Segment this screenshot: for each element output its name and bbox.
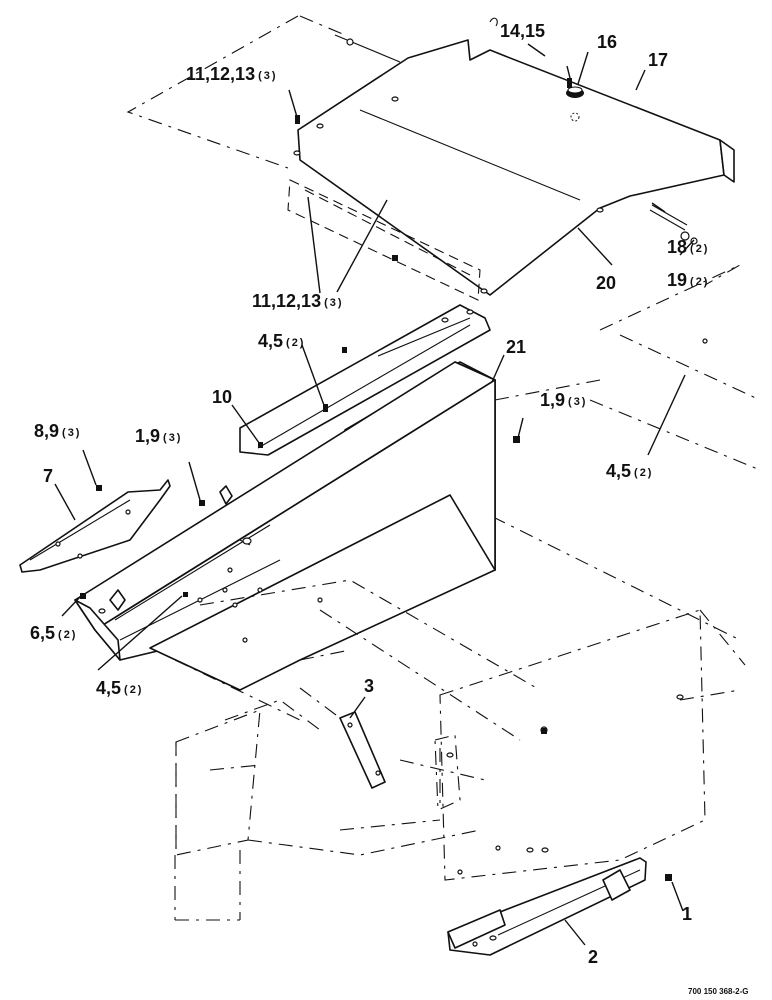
- support-arm-part-2: [447, 857, 672, 956]
- top-cover-shield: [126, 15, 735, 301]
- callout-7: 7: [43, 466, 53, 486]
- callout-1-bottom: 1: [682, 904, 692, 924]
- callout-16: 16: [597, 32, 617, 52]
- callout-2: 2: [588, 947, 598, 967]
- callout-14-15: 14,15: [500, 21, 545, 41]
- callout-labels: 14,15161711,12,13(3)18(2)19(2)2011,12,13…: [30, 21, 709, 967]
- callout-10: 10: [212, 387, 232, 407]
- callout-11-12-13-top: 11,12,13: [186, 64, 255, 84]
- callout-11-12-13-mid: 11,12,13: [252, 291, 321, 311]
- pin-and-clip: [599, 204, 741, 331]
- lower-base-plate: [149, 494, 541, 741]
- leader-lines: [54, 43, 695, 946]
- callout-qty-4-5-upper: (2): [286, 337, 305, 349]
- callout-8-9: 8,9: [34, 421, 59, 441]
- channel-part-10: [239, 304, 491, 456]
- callout-3: 3: [364, 676, 374, 696]
- callout-qty-4-5-lower: (2): [124, 684, 143, 696]
- callout-qty-19: (2): [690, 276, 709, 288]
- rubber-bumper: [566, 78, 584, 122]
- callout-18: 18: [667, 237, 687, 257]
- callout-17: 17: [648, 50, 668, 70]
- callout-1-9-left: 1,9: [135, 426, 160, 446]
- guard-part-7: [19, 479, 171, 573]
- callout-qty-1-9-right: (3): [568, 396, 587, 408]
- callout-qty-11-12-13-top: (3): [258, 70, 277, 82]
- hinge-rod-top: [334, 17, 498, 63]
- callout-qty-8-9: (3): [62, 427, 81, 439]
- callout-6-5: 6,5: [30, 623, 55, 643]
- callout-qty-6-5: (2): [58, 629, 77, 641]
- callout-1-9-right: 1,9: [540, 390, 565, 410]
- callout-4-5-lower: 4,5: [96, 678, 121, 698]
- callout-4-5-right: 4,5: [606, 461, 631, 481]
- bracket-part-3: [299, 687, 386, 789]
- document-number: 700 150 368-2-G: [688, 987, 749, 996]
- hardware-bolts: [80, 115, 547, 734]
- callout-qty-4-5-right: (2): [634, 467, 653, 479]
- callout-21: 21: [506, 337, 526, 357]
- callout-qty-11-12-13-mid: (3): [324, 297, 343, 309]
- callout-19: 19: [667, 270, 687, 290]
- callout-qty-18: (2): [690, 243, 709, 255]
- callout-4-5-upper: 4,5: [258, 331, 283, 351]
- callout-qty-1-9-left: (3): [163, 432, 182, 444]
- callout-20: 20: [596, 273, 616, 293]
